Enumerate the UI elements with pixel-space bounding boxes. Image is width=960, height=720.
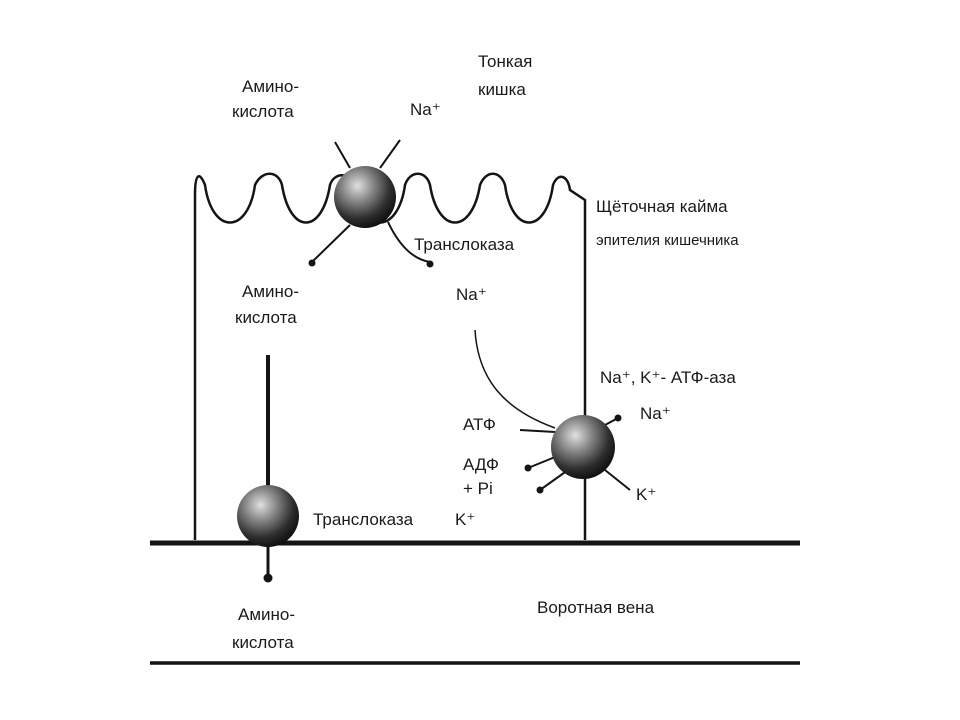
pi-line — [539, 469, 569, 491]
label-portal-vein: Воротная вена — [537, 598, 655, 617]
na-exit-line — [387, 221, 431, 263]
label-amino-top-2: кислота — [232, 102, 294, 121]
label-pi: + Pi — [463, 479, 493, 498]
adp-dot — [524, 464, 532, 472]
label-translocase-bottom: Транслоказа — [313, 510, 414, 529]
atpase-sphere — [551, 415, 615, 479]
na-exit-dot — [426, 260, 434, 268]
label-k-bottom: K⁺ — [455, 510, 475, 529]
label-amino-mid-2: кислота — [235, 308, 297, 327]
translocase-top-sphere — [334, 166, 396, 228]
label-small-intestine-1: Тонкая — [478, 52, 532, 71]
na-out-dot — [614, 414, 622, 422]
k-in-line — [604, 469, 631, 491]
amino-vein-dot — [263, 573, 273, 583]
label-amino-mid-1: Амино- — [242, 282, 299, 301]
pi-dot — [536, 486, 544, 494]
label-na-top: Na⁺ — [410, 100, 441, 119]
na-path-curve — [474, 329, 556, 429]
label-k-right: K⁺ — [636, 485, 656, 504]
label-atpase: Na⁺, K⁺- АТФ-аза — [600, 368, 736, 387]
label-na-mid: Na⁺ — [456, 285, 487, 304]
translocase-bottom-sphere — [237, 485, 299, 547]
label-small-intestine-2: кишка — [478, 80, 526, 99]
label-adp: АДФ — [463, 455, 499, 474]
label-amino-bottom-2: кислота — [232, 633, 294, 652]
amino-exit-dot — [308, 259, 316, 267]
label-atp: АТФ — [463, 415, 496, 434]
na-entry-line — [379, 139, 401, 169]
label-amino-bottom-1: Амино- — [238, 605, 295, 624]
label-brush-border-1: Щёточная кайма — [596, 197, 728, 216]
amino-exit-line — [311, 224, 351, 263]
brush-border-membrane — [193, 172, 587, 540]
atp-line — [519, 429, 556, 433]
label-translocase-top: Транслоказа — [414, 235, 515, 254]
amino-entry-line — [334, 141, 351, 169]
label-amino-top-1: Амино- — [242, 77, 299, 96]
label-na-right: Na⁺ — [640, 404, 671, 423]
label-brush-border-2: эпителия кишечника — [596, 232, 739, 249]
